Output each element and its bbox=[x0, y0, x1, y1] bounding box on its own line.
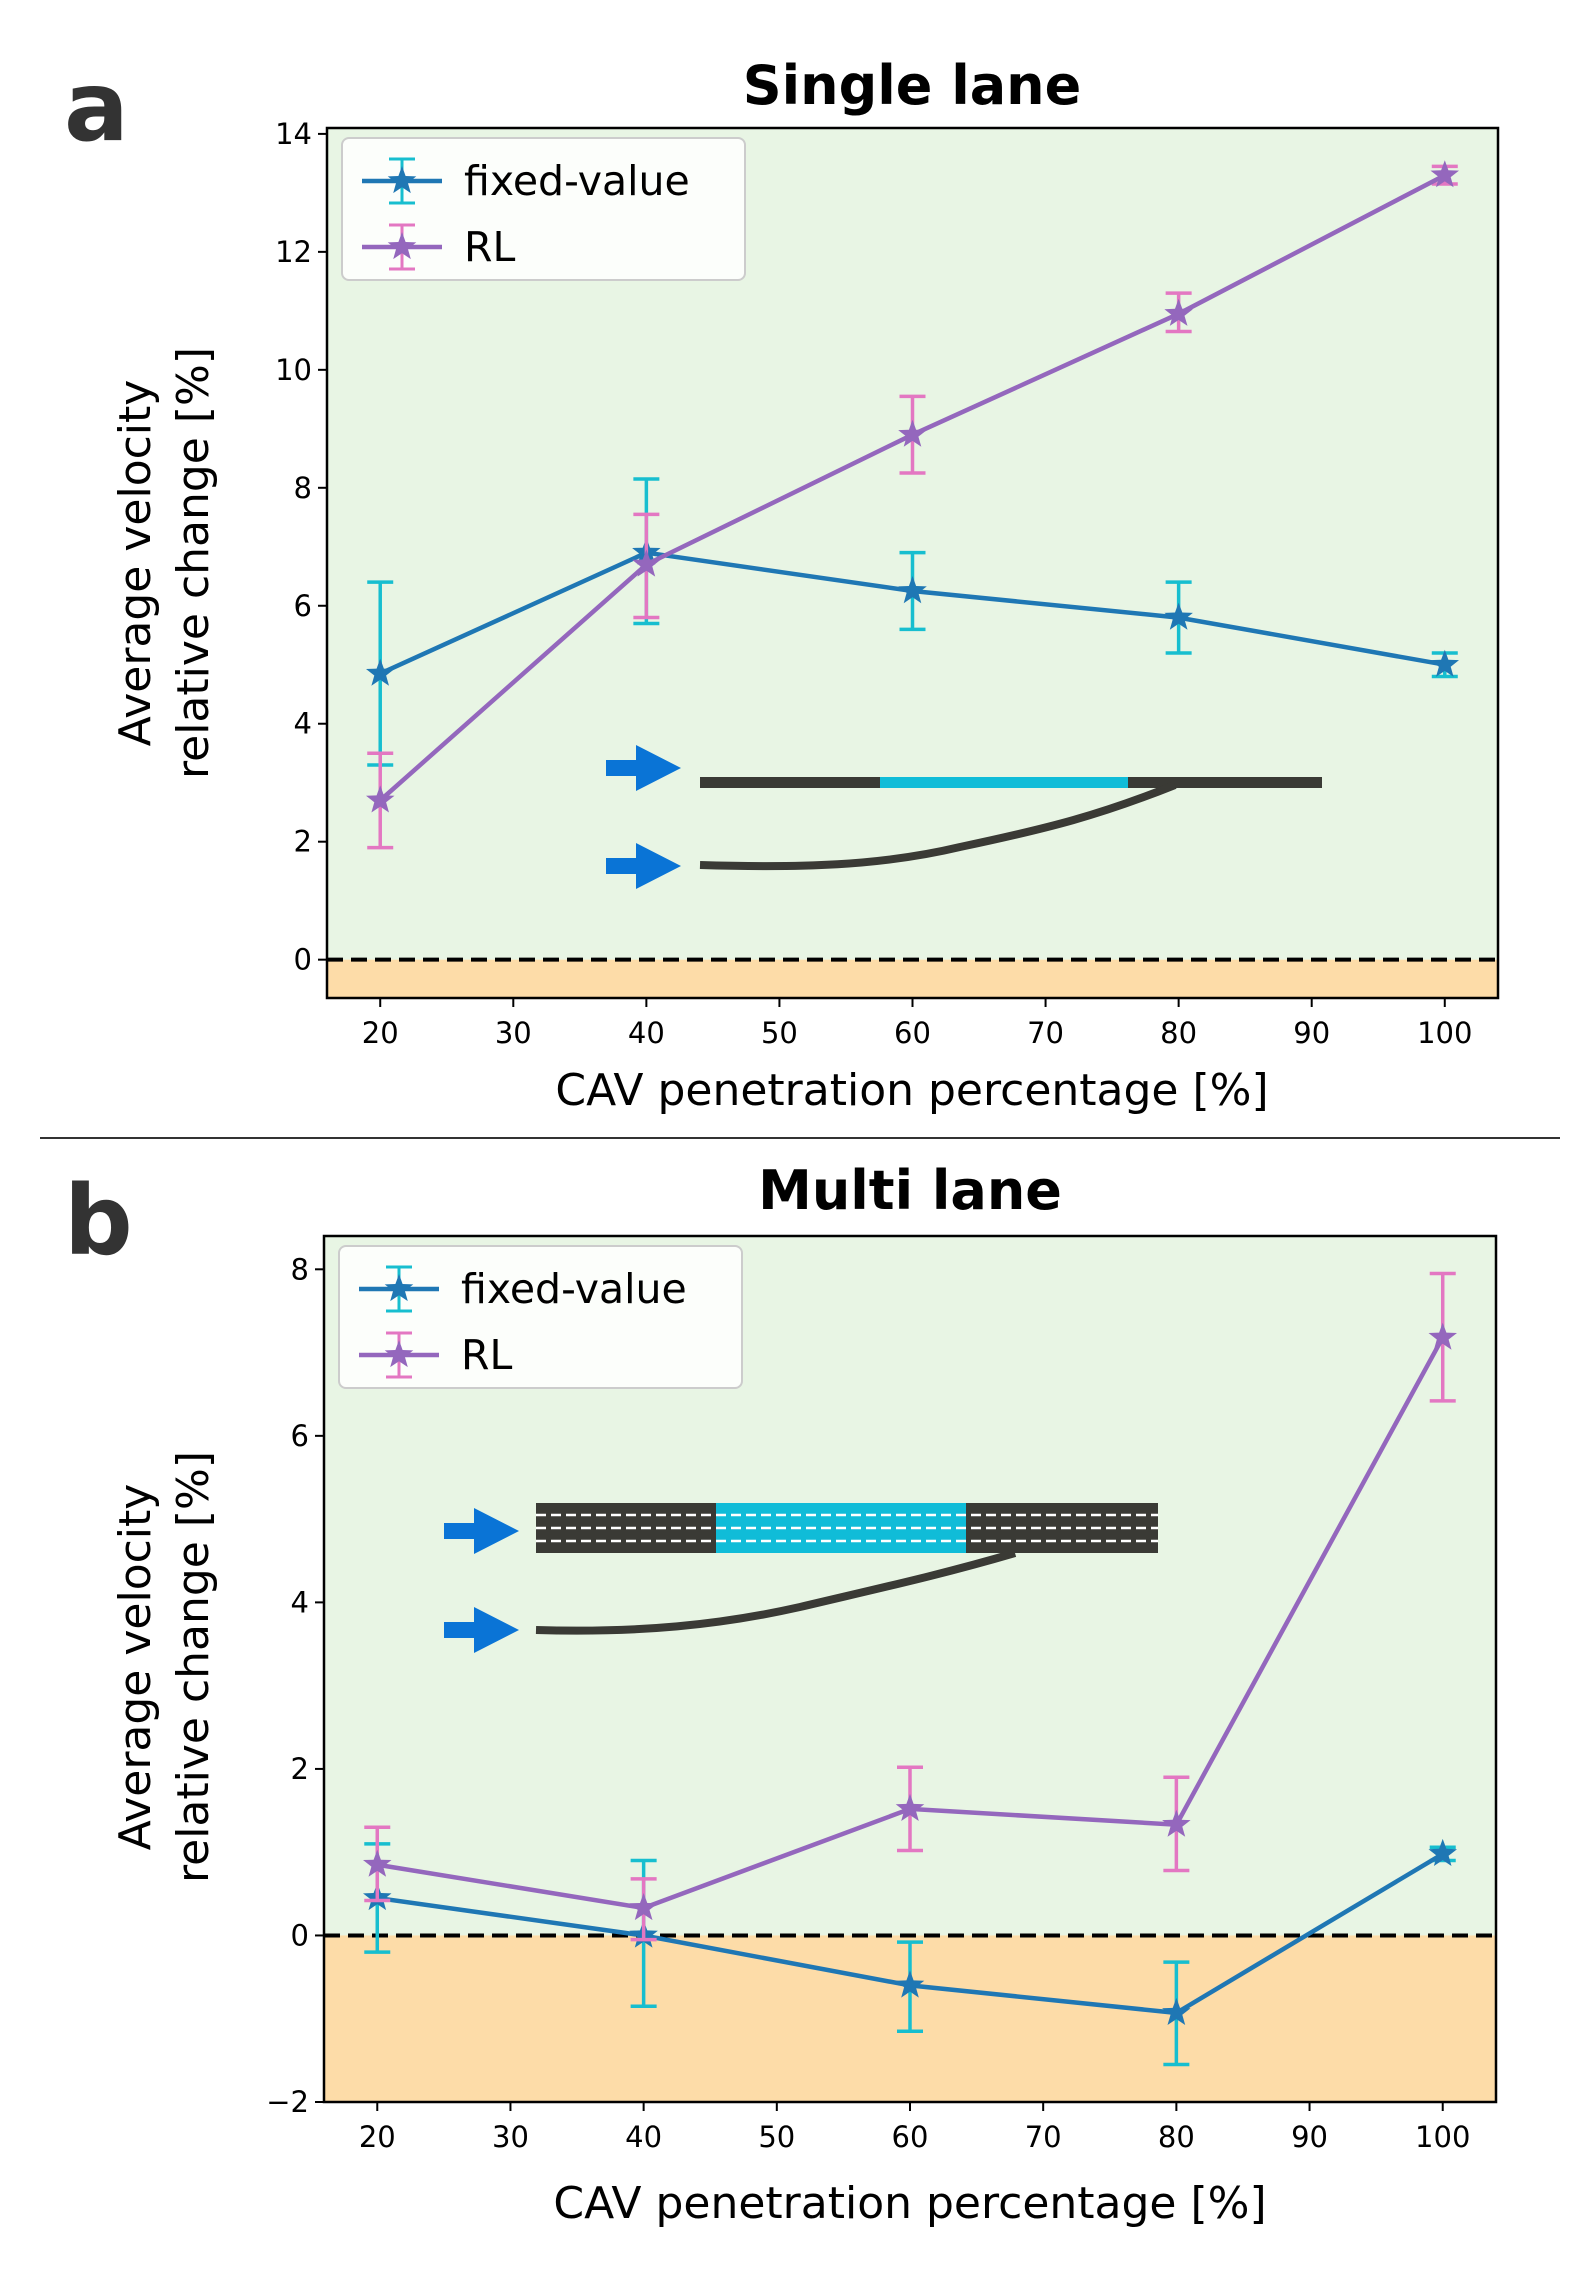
road-inset-multi-lane bbox=[444, 1503, 1158, 1653]
panel-letter-a: a bbox=[64, 51, 129, 163]
legend-label: RL bbox=[464, 223, 515, 271]
chart-title: Multi lane bbox=[758, 1159, 1062, 1222]
y-tick-label: −2 bbox=[266, 2085, 309, 2119]
y-tick-label: 6 bbox=[294, 589, 312, 623]
panel-b-multi-lane-chart: 20 30 40 50 60 70 80 90 100 −2 0 2 4 6 8 fixed-valueRL… bbox=[64, 1159, 1498, 2229]
x-tick-label: 80 bbox=[1158, 2120, 1195, 2154]
x-tick-label: 30 bbox=[495, 1016, 532, 1050]
x-tick-label: 70 bbox=[1025, 2120, 1062, 2154]
y-tick-label: 0 bbox=[294, 943, 312, 977]
x-tick-label: 40 bbox=[628, 1016, 665, 1050]
y-axis-label-line-2: relative change [%] bbox=[168, 1451, 219, 1883]
negative-region bbox=[327, 959, 1498, 998]
data-point-marker bbox=[1428, 1322, 1457, 1350]
data-point-marker bbox=[366, 658, 395, 686]
panel-letter-b: b bbox=[64, 1165, 133, 1277]
x-axis-label: CAV penetration percentage [%] bbox=[555, 1065, 1268, 1116]
inset-merge-zone bbox=[880, 777, 1128, 788]
highway-arrow-icon bbox=[444, 1508, 519, 1554]
y-axis-label-line-1: Average velocity bbox=[110, 380, 161, 747]
series-rl bbox=[363, 1271, 1457, 1942]
legend-marker bbox=[387, 232, 417, 260]
data-point-marker bbox=[632, 549, 661, 577]
x-tick-label: 20 bbox=[359, 2120, 396, 2154]
x-tick-label: 40 bbox=[625, 2120, 662, 2154]
panel-a-single-lane-chart: 20 30 40 50 60 70 80 90 100 0 2 4 6 8 10 12 14 fixed-val… bbox=[64, 51, 1500, 1116]
legend-marker bbox=[384, 1274, 414, 1302]
y-axis-label-line-2: relative change [%] bbox=[168, 347, 219, 779]
chart-title: Single lane bbox=[743, 54, 1081, 117]
data-point-marker bbox=[898, 576, 927, 604]
y-tick-label: 2 bbox=[294, 825, 312, 859]
legend-label: fixed-value bbox=[461, 1265, 687, 1313]
data-point-marker bbox=[1428, 1838, 1457, 1866]
data-point-marker bbox=[366, 785, 395, 813]
y-tick-label: 8 bbox=[294, 471, 312, 505]
data-point-marker bbox=[1430, 160, 1459, 188]
legend-marker bbox=[384, 1340, 414, 1368]
data-point-marker bbox=[898, 419, 927, 447]
data-point-marker bbox=[1430, 649, 1459, 677]
legend-label: RL bbox=[461, 1331, 512, 1379]
y-tick-label: 4 bbox=[294, 707, 312, 741]
x-tick-label: 90 bbox=[1293, 1016, 1330, 1050]
y-tick-label: 10 bbox=[275, 353, 312, 387]
data-point-marker bbox=[895, 1970, 925, 1998]
x-tick-label: 70 bbox=[1027, 1016, 1064, 1050]
y-tick-label: 8 bbox=[291, 1252, 309, 1286]
data-point-marker bbox=[363, 1849, 392, 1877]
legend-item: RL bbox=[362, 223, 515, 271]
on-ramp-arrow-icon bbox=[444, 1607, 519, 1653]
x-tick-label: 60 bbox=[892, 2120, 929, 2154]
legend-box bbox=[341, 137, 746, 281]
legend-label: fixed-value bbox=[464, 157, 690, 205]
legend-box bbox=[338, 1245, 743, 1389]
y-tick-label: 2 bbox=[291, 1752, 309, 1786]
data-point-marker bbox=[895, 1793, 925, 1821]
data-point-marker bbox=[1162, 1809, 1191, 1837]
on-ramp-arrow-icon bbox=[606, 843, 681, 889]
legend-item: RL bbox=[359, 1331, 512, 1379]
x-tick-label: 50 bbox=[761, 1016, 798, 1050]
road-inset-single-lane bbox=[606, 745, 1322, 889]
legend-item: fixed-value bbox=[362, 157, 690, 205]
y-tick-label: 6 bbox=[291, 1419, 309, 1453]
series-rl bbox=[366, 160, 1459, 850]
x-tick-label: 100 bbox=[1417, 1016, 1472, 1050]
y-tick-label: 4 bbox=[291, 1585, 309, 1619]
legend-marker bbox=[387, 166, 417, 194]
x-tick-label: 50 bbox=[758, 2120, 795, 2154]
x-tick-label: 100 bbox=[1415, 2120, 1470, 2154]
x-tick-label: 20 bbox=[362, 1016, 399, 1050]
x-tick-label: 30 bbox=[492, 2120, 529, 2154]
data-point-marker bbox=[629, 1893, 658, 1921]
inset-on-ramp bbox=[535, 1549, 1017, 1635]
y-axis-label-line-1: Average velocity bbox=[110, 1484, 161, 1851]
x-tick-label: 80 bbox=[1160, 1016, 1197, 1050]
y-tick-label: 12 bbox=[275, 235, 312, 269]
y-tick-label: 0 bbox=[291, 1918, 309, 1952]
data-point-marker bbox=[1164, 298, 1193, 326]
data-point-marker bbox=[1162, 1997, 1191, 2025]
legend-item: fixed-value bbox=[359, 1265, 687, 1313]
data-point-marker bbox=[1164, 602, 1193, 630]
main-road-arrow-icon bbox=[606, 745, 681, 791]
x-tick-label: 90 bbox=[1291, 2120, 1328, 2154]
y-tick-label: 14 bbox=[275, 117, 312, 151]
x-axis-label: CAV penetration percentage [%] bbox=[553, 2178, 1266, 2229]
x-tick-label: 60 bbox=[894, 1016, 931, 1050]
inset-on-ramp bbox=[699, 781, 1177, 871]
